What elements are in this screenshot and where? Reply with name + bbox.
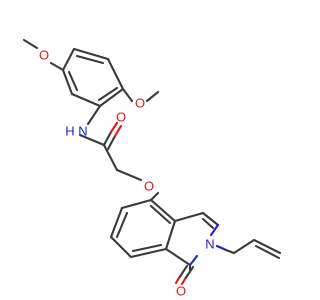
bond-ring-a-4 <box>98 87 125 108</box>
bond-lactam-o-1 <box>177 264 189 280</box>
bond-ring-a-6 <box>61 68 74 96</box>
bond-carbonyl-ch2 <box>102 143 119 172</box>
methoxy-right-oxygen-label: O <box>135 96 145 111</box>
molecule-structure-diagram: O N H O O O N O <box>22 38 282 299</box>
bond-carbonyl-o-1 <box>102 130 113 147</box>
bond-ring-a-1 <box>61 47 76 72</box>
bond-ring-a-2b <box>75 54 105 65</box>
bond-o-methyl-right <box>145 90 160 103</box>
bond-ring-a-5 <box>70 92 102 108</box>
bond-iso-4b <box>131 243 163 253</box>
bond-allyl-3 <box>252 238 282 255</box>
bond-ether-o-ring <box>149 191 160 202</box>
bond-iso-8b <box>201 217 215 230</box>
ring-nitrogen-label: N <box>205 237 214 252</box>
bond-ch2-ether-o <box>115 168 143 182</box>
bond-iso-6b <box>149 204 172 225</box>
bond-ring-a-4b <box>97 86 119 102</box>
amide-nitrogen-label: N <box>78 124 87 139</box>
bond-n-allyl-1c <box>224 248 236 255</box>
bond-o-aryl-top <box>49 61 65 72</box>
bond-iso-3 <box>109 235 133 259</box>
bond-carbonyl-o-2 <box>106 134 117 151</box>
bond-lactam-o-2o <box>180 277 187 286</box>
ether-oxygen-label: O <box>144 179 154 194</box>
carbonyl-oxygen-label: O <box>176 284 186 299</box>
bond-ring-a-6b <box>67 70 79 92</box>
bond-iso-8 <box>201 211 220 227</box>
atom-labels: O N H O O O N O <box>39 48 215 299</box>
bond-iso-4 <box>129 247 168 259</box>
amide-hydrogen-label: H <box>65 124 74 139</box>
bond-iso-9 <box>209 223 220 237</box>
bond-ring-o-right <box>121 87 134 103</box>
bond-ring-a-2 <box>72 47 110 61</box>
bond-lactam-o-2 <box>183 265 195 281</box>
bond-allyl-3b <box>254 244 281 260</box>
bond-carbonyl-o-1o <box>109 121 119 134</box>
bond-iso-10c <box>164 247 192 267</box>
bond-n-allyl-1 <box>215 244 228 252</box>
bond-carbonyl-o-2o <box>113 124 123 138</box>
bond-methyl-top <box>22 38 39 50</box>
bond-n-carbonyl <box>78 133 106 147</box>
bond-allyl-2 <box>232 238 256 255</box>
bond-iso-6 <box>149 198 177 223</box>
bond-ring-n <box>86 104 102 126</box>
bond-iso-1 <box>120 198 153 210</box>
bond-iso-7 <box>173 211 205 223</box>
bond-iso-5 <box>164 219 177 251</box>
amide-oxygen-label: O <box>116 110 126 125</box>
bond-iso-2b <box>115 211 129 239</box>
methoxy-top-oxygen-label: O <box>39 48 49 63</box>
bond-iso-2 <box>109 206 124 239</box>
bond-lines <box>22 38 282 286</box>
bond-iso-10 <box>188 254 199 267</box>
bond-lactam-o-1o <box>174 276 181 285</box>
bond-ring-a-3 <box>106 57 125 91</box>
